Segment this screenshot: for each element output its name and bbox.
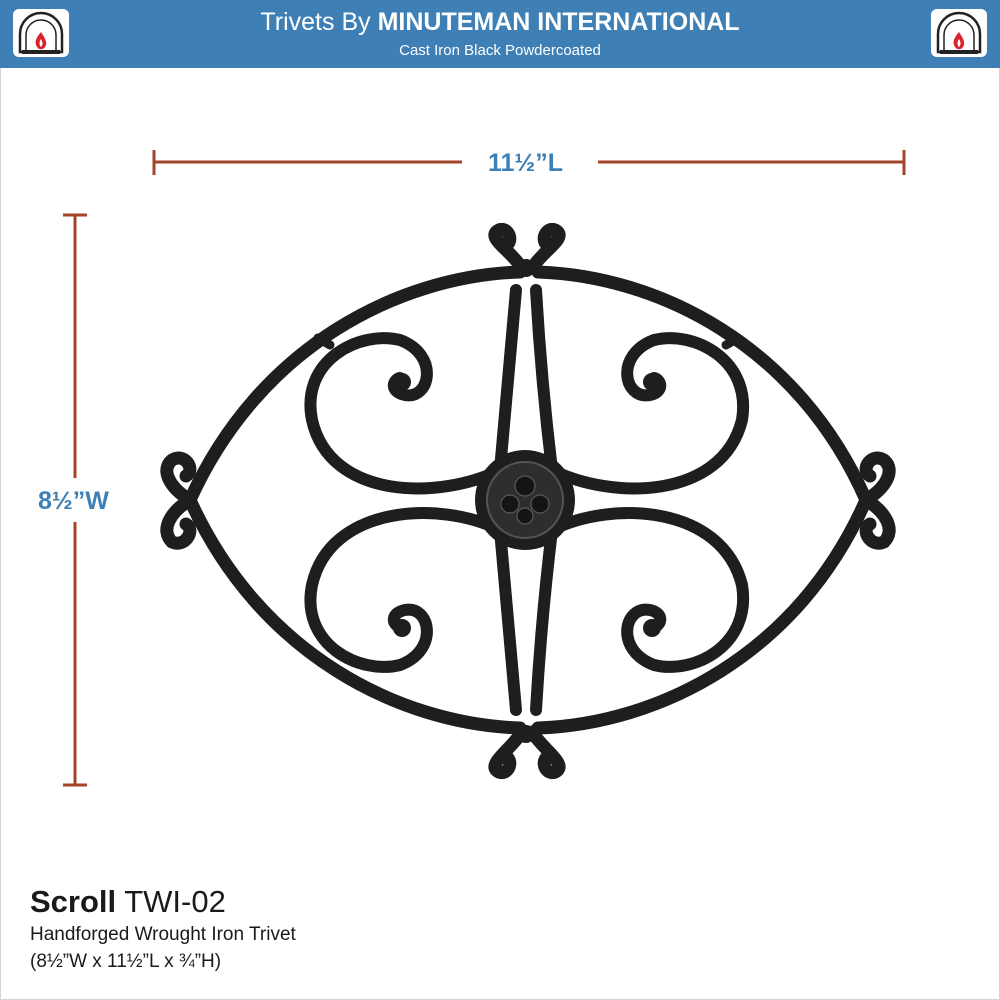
header-subtitle: Cast Iron Black Powdercoated — [399, 42, 601, 59]
product-description: Handforged Wrought Iron Trivet — [30, 924, 296, 945]
product-title: Scroll TWI-02 — [30, 883, 226, 921]
length-label: 11½”L — [488, 149, 564, 177]
header-brand: MINUTEMAN INTERNATIONAL — [377, 8, 740, 36]
product-code: TWI-02 — [124, 884, 226, 919]
minuteman-logo-left — [13, 9, 69, 57]
minuteman-logo-right — [931, 9, 987, 57]
header-banner: Trivets By MINUTEMAN INTERNATIONAL Cast … — [0, 0, 1000, 68]
header-title: Trivets By MINUTEMAN INTERNATIONAL — [0, 7, 1000, 37]
header-title-prefix: Trivets By — [260, 8, 371, 36]
width-label: 8½”W — [38, 487, 109, 515]
product-name: Scroll — [30, 884, 117, 919]
product-size: (8½”W x 11½”L x ¾”H) — [30, 951, 222, 972]
